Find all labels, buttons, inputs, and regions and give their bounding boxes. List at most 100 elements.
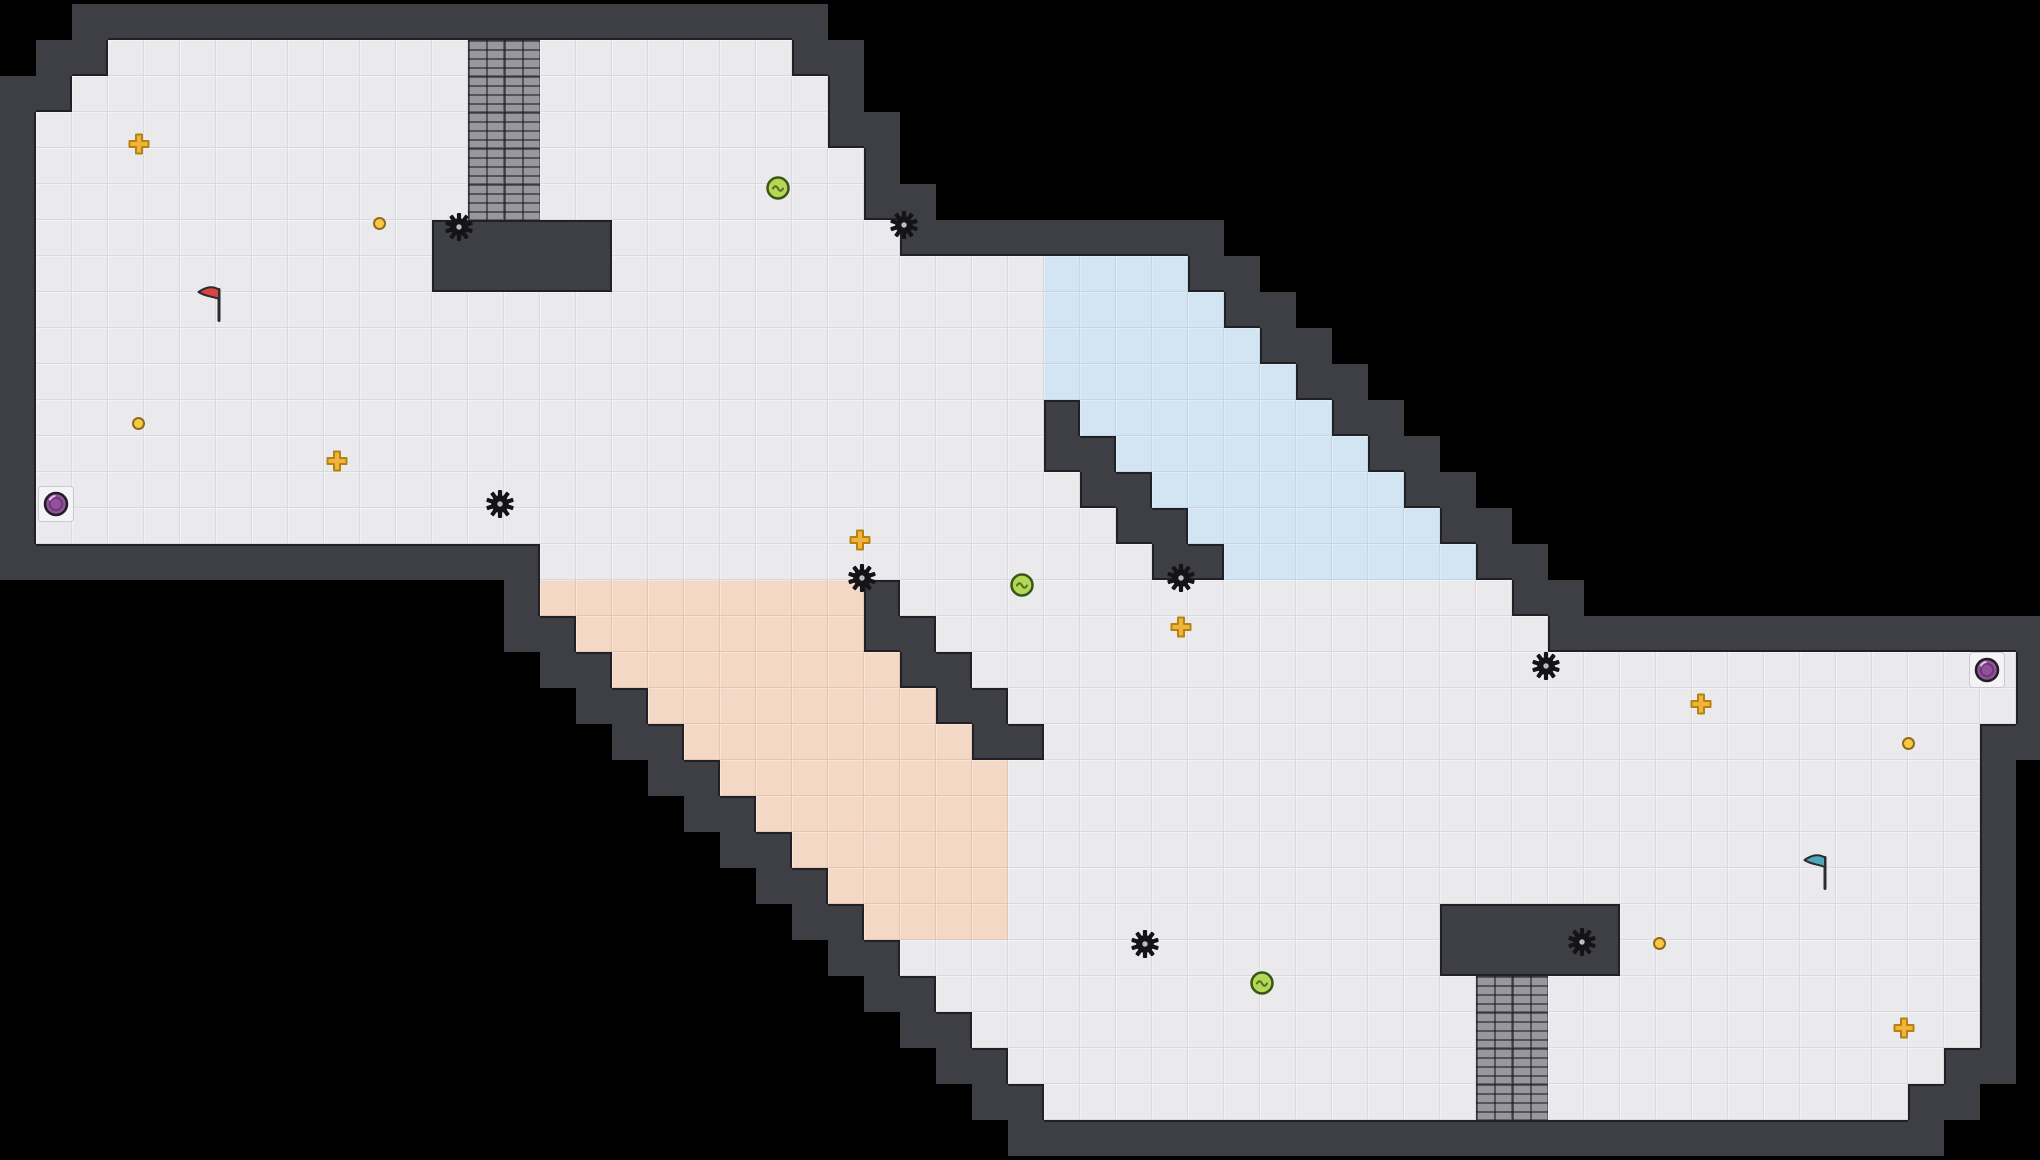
tile-floor <box>1080 1084 1116 1120</box>
tile-floor <box>72 508 108 544</box>
tile-wall <box>828 40 864 76</box>
tile-wall <box>828 76 864 112</box>
tile-floor <box>1368 580 1404 616</box>
tile-wall <box>1368 1120 1404 1156</box>
tile-floor <box>720 652 756 688</box>
tile-floor <box>1368 832 1404 868</box>
tile-floor <box>648 76 684 112</box>
tile-wall <box>0 292 36 328</box>
tile-floor <box>108 184 144 220</box>
tile-floor <box>936 976 972 1012</box>
tile-floor <box>792 688 828 724</box>
tile-floor <box>1188 508 1224 544</box>
tile-floor <box>648 400 684 436</box>
tile-wall <box>0 148 36 184</box>
tile-floor <box>756 76 792 112</box>
tile-floor <box>36 184 72 220</box>
tile-floor <box>1188 1012 1224 1048</box>
tile-floor <box>1800 976 1836 1012</box>
tile-floor <box>1152 472 1188 508</box>
tile-floor <box>1332 832 1368 868</box>
tile-floor <box>1080 976 1116 1012</box>
tile-floor <box>576 436 612 472</box>
tile-wall <box>1728 1120 1764 1156</box>
tile-wall <box>1980 868 2016 904</box>
tile-wall <box>36 76 72 112</box>
tile-wall <box>1116 472 1152 508</box>
tile-floor <box>1908 652 1944 688</box>
tile-floor <box>720 688 756 724</box>
tile-floor <box>1656 760 1692 796</box>
tile-wall <box>144 4 180 40</box>
tile-floor <box>756 688 792 724</box>
tile-floor <box>324 40 360 76</box>
tile-floor <box>1836 940 1872 976</box>
tile-floor <box>360 292 396 328</box>
tile-floor <box>864 868 900 904</box>
tile-floor <box>1044 652 1080 688</box>
tile-floor <box>1224 940 1260 976</box>
tile-floor <box>792 220 828 256</box>
tile-floor <box>1728 760 1764 796</box>
gear-saw-icon <box>1166 563 1196 593</box>
tile-wall <box>2016 688 2040 724</box>
tile-floor <box>756 400 792 436</box>
tile-floor <box>360 112 396 148</box>
tile-floor <box>1188 400 1224 436</box>
tile-floor <box>828 436 864 472</box>
tile-floor <box>1584 1048 1620 1084</box>
tile-floor <box>1764 904 1800 940</box>
tile-floor <box>900 832 936 868</box>
tile-floor <box>1260 688 1296 724</box>
tile-floor <box>72 292 108 328</box>
tile-floor <box>1188 832 1224 868</box>
tile-floor <box>900 796 936 832</box>
tile-floor <box>720 184 756 220</box>
tile-wall <box>252 4 288 40</box>
tile-floor <box>1008 508 1044 544</box>
tile-floor <box>900 688 936 724</box>
tile-floor <box>612 184 648 220</box>
tile-floor <box>1836 832 1872 868</box>
tile-floor <box>1872 1084 1908 1120</box>
tile-floor <box>1332 508 1368 544</box>
tile-floor <box>1836 976 1872 1012</box>
tile-floor <box>792 292 828 328</box>
tile-floor <box>1188 724 1224 760</box>
tile-wall <box>1476 904 1512 940</box>
tile-floor <box>1152 652 1188 688</box>
tile-floor <box>1224 436 1260 472</box>
tile-wall <box>0 220 36 256</box>
tile-wall <box>972 1084 1008 1120</box>
tile-floor <box>180 148 216 184</box>
tile-floor <box>792 256 828 292</box>
tile-floor <box>216 364 252 400</box>
tile-floor <box>288 328 324 364</box>
tile-floor <box>1224 508 1260 544</box>
tile-floor <box>864 256 900 292</box>
tile-floor <box>720 724 756 760</box>
tile-floor <box>1620 724 1656 760</box>
tile-floor <box>108 292 144 328</box>
tile-floor <box>1548 1012 1584 1048</box>
tile-wall <box>216 4 252 40</box>
tile-floor <box>1260 1084 1296 1120</box>
tile-floor <box>936 940 972 976</box>
tile-floor <box>540 544 576 580</box>
tile-floor <box>612 292 648 328</box>
tile-floor <box>936 436 972 472</box>
tile-floor <box>1404 508 1440 544</box>
tile-floor <box>1224 472 1260 508</box>
tile-floor <box>1188 364 1224 400</box>
teal-flag <box>1800 851 1840 895</box>
tile-floor <box>432 400 468 436</box>
tile-wall <box>0 436 36 472</box>
tile-wall <box>1980 976 2016 1012</box>
tile-floor <box>1656 976 1692 1012</box>
tile-floor <box>972 292 1008 328</box>
tile-floor <box>504 292 540 328</box>
tile-floor <box>1296 616 1332 652</box>
tile-wall <box>1080 1120 1116 1156</box>
tile-floor <box>1188 976 1224 1012</box>
tile-wall <box>1188 1120 1224 1156</box>
